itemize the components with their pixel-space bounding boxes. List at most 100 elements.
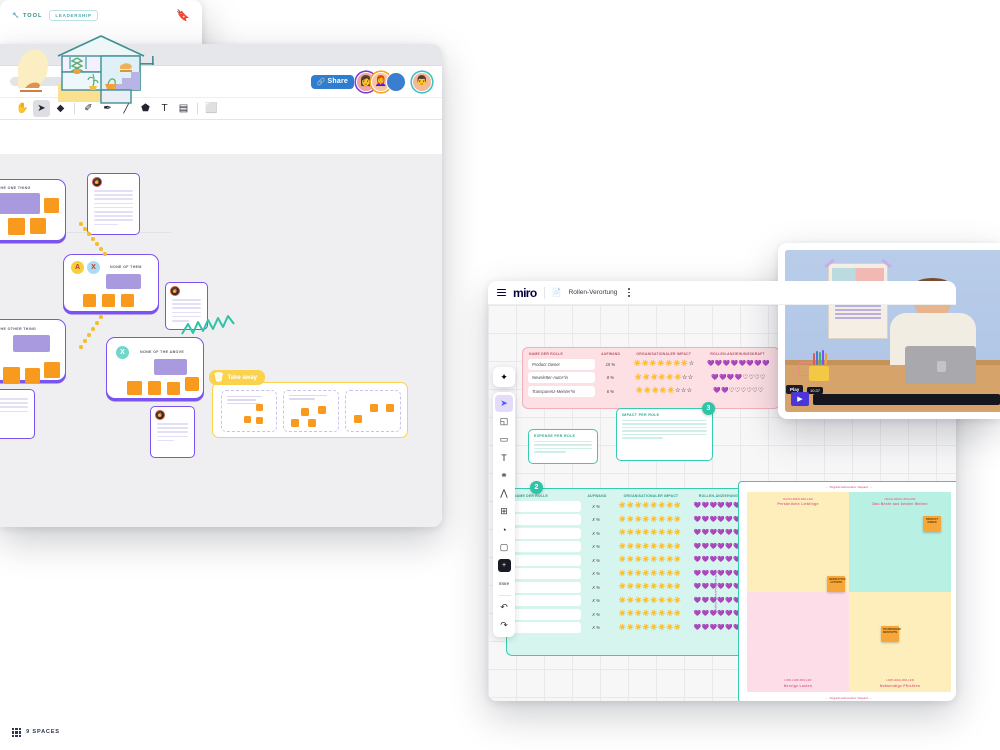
group-the-one-thing[interactable]: THE ONE THING xyxy=(0,179,66,241)
text-tool[interactable]: T xyxy=(156,100,173,117)
table-row[interactable]: X %☀️☀️☀️☀️☀️☀️☀️☀️💜💜💜💜💜💜💜💜 xyxy=(513,568,771,579)
sticky[interactable] xyxy=(44,198,59,213)
share-button[interactable]: 🔗 Share xyxy=(310,74,354,89)
avatar-chip-c[interactable]: X xyxy=(116,346,129,359)
sticky[interactable] xyxy=(301,408,309,416)
sticky[interactable] xyxy=(148,381,161,395)
sticky[interactable] xyxy=(291,419,299,427)
role-placement-matrix[interactable]: ← Organisationaler Impact → ← Organisati… xyxy=(713,481,956,701)
takeaway-label[interactable]: 🗑 Take away xyxy=(209,370,266,385)
sticky[interactable] xyxy=(3,367,20,384)
more-apps-icon[interactable]: + xyxy=(495,557,513,574)
quadrant-bottom-left[interactable]: LOW-LOW-ROLLEN Nervige Lasten xyxy=(747,592,849,692)
comment-icon[interactable]: ▢ xyxy=(495,539,513,556)
sticky[interactable] xyxy=(127,381,142,395)
note-transparenz[interactable]: TRANSPARENZ MEISTER*IN xyxy=(881,626,901,642)
note-expense-per-role[interactable]: EXPENSE PER ROLE xyxy=(528,429,598,464)
avatar-user-3[interactable] xyxy=(386,71,406,92)
pen-tool[interactable]: ✐ xyxy=(80,100,97,117)
redo-icon[interactable]: ↷ xyxy=(495,617,513,634)
sticky[interactable] xyxy=(354,415,362,423)
sticky[interactable] xyxy=(8,218,25,235)
kebab-menu-icon[interactable] xyxy=(628,288,631,297)
line-tool[interactable]: ╱ xyxy=(118,100,135,117)
sticky[interactable] xyxy=(167,382,180,395)
roles-summary-table[interactable]: NAME DER ROLLE AUFWAND ORGANISATIONALER … xyxy=(522,347,780,409)
sticky[interactable] xyxy=(244,416,251,423)
roles-detail-table[interactable]: NAME DER ROLLE AUFWAND ORGANISATIONALER … xyxy=(506,488,778,656)
select-tool-icon[interactable]: ➤ xyxy=(495,395,513,412)
frame-icon[interactable]: ⊞ xyxy=(495,503,513,520)
table-row[interactable]: X %☀️☀️☀️☀️☀️☀️☀️☀️💜💜💜💜💜💜💜💜 xyxy=(513,554,771,566)
eraser-tool[interactable]: ◆ xyxy=(52,100,69,117)
pen-icon[interactable]: ◔ xyxy=(495,521,513,538)
text-icon[interactable]: T xyxy=(495,449,513,466)
quadrant-bottom-right[interactable]: LOW-HIGH-ROLLEN Notwendige Pflichten TRA… xyxy=(849,592,951,692)
doc-card[interactable]: 👩 xyxy=(165,282,208,330)
table-row[interactable]: X %☀️☀️☀️☀️☀️☀️☀️☀️💜💜💜💜💜💜💜💜 xyxy=(513,622,771,633)
sticky[interactable] xyxy=(386,404,394,412)
highlighter-tool[interactable]: ✒ xyxy=(99,100,116,117)
miro-logo[interactable]: miro xyxy=(513,285,537,300)
hand-tool[interactable]: ✋ xyxy=(14,100,31,117)
sticky[interactable] xyxy=(256,417,263,424)
comment-tool[interactable]: ⬜ xyxy=(203,100,220,117)
play-button[interactable]: ▶ xyxy=(791,392,809,406)
sticky[interactable] xyxy=(30,218,46,234)
note-impact-per-role[interactable]: IMPACT PER ROLE xyxy=(616,408,713,461)
sticky[interactable] xyxy=(370,404,378,412)
step-badge-3[interactable]: 3 xyxy=(702,402,715,415)
sticky[interactable] xyxy=(102,294,115,307)
table-row[interactable]: X %☀️☀️☀️☀️☀️☀️☀️☀️💜💜💜💜💜💜💜💜 xyxy=(513,608,771,620)
sticky[interactable] xyxy=(25,368,40,383)
quadrant-top-left[interactable]: HOCH-NIED-ROLLEN Persönliche Lieblinge xyxy=(747,492,849,592)
avatar-chip-b[interactable]: X xyxy=(87,261,100,274)
select-tool[interactable]: ➤ xyxy=(33,100,50,117)
sticky-note-icon[interactable]: ▭ xyxy=(495,431,513,448)
more-label[interactable]: more xyxy=(498,581,510,586)
group-the-other-thing[interactable]: THE OTHER THING xyxy=(0,319,66,384)
doc-card[interactable] xyxy=(0,389,35,439)
sticky[interactable] xyxy=(121,294,134,307)
note-product-owner[interactable]: PRODUCT OWNER xyxy=(923,516,941,532)
takeaway-frame[interactable]: 🗑 Take away xyxy=(209,370,408,438)
hamburger-icon[interactable] xyxy=(497,288,506,297)
shapes-tool[interactable]: ⬟ xyxy=(137,100,154,117)
ai-sparkle-button[interactable]: ✦ xyxy=(493,367,515,387)
table-row[interactable]: X %☀️☀️☀️☀️☀️☀️☀️☀️💜💜💜💜💜💜💜💜 xyxy=(513,527,771,539)
video-progress-bar[interactable] xyxy=(813,393,1000,405)
group-none-of-them[interactable]: A X NONE OF THEM xyxy=(63,254,159,312)
bookmark-icon[interactable]: 🔖 xyxy=(176,10,190,22)
connector-icon[interactable]: ⋀ xyxy=(495,485,513,502)
whiteboard-canvas[interactable]: 👩 THE ONE THING A xyxy=(0,154,442,527)
video-player[interactable]: WORKSHOP-POSTER Lorem ipsum dolor sit am… xyxy=(785,250,1000,412)
avatar-chip-a[interactable]: A xyxy=(71,261,84,274)
templates-icon[interactable]: ◱ xyxy=(495,413,513,430)
quadrant-top-right[interactable]: HOCH-HOCH-ROLLEN Das Beste aus beiden We… xyxy=(849,492,951,592)
sticky[interactable] xyxy=(308,419,316,427)
shapes-icon[interactable]: ⚭ xyxy=(495,467,513,484)
doc-card[interactable]: 👩 xyxy=(87,173,140,235)
board-title[interactable]: Rollen-Verortung xyxy=(568,289,618,296)
sticky-note-tool[interactable]: ▤ xyxy=(175,100,192,117)
takeaway-cell-1[interactable] xyxy=(221,390,277,432)
doc-card[interactable]: 👩 xyxy=(150,406,195,458)
table-row[interactable]: X %☀️☀️☀️☀️☀️☀️☀️☀️💜💜💜💜💜💜💜💜 xyxy=(513,581,771,593)
sticky[interactable] xyxy=(256,404,263,411)
avatar-user-4[interactable]: 👨 xyxy=(412,71,432,92)
table-row[interactable]: X %☀️☀️☀️☀️☀️☀️☀️☀️💜💜💜💜💜💜💜💜 xyxy=(513,514,771,525)
note-newsletter[interactable]: NEWSLETTER AUTOR*IN xyxy=(827,576,845,592)
takeaway-cell-2[interactable] xyxy=(283,390,339,432)
sticky[interactable] xyxy=(318,406,326,414)
step-badge-2[interactable]: 2 xyxy=(530,481,543,494)
takeaway-cell-3[interactable] xyxy=(345,390,401,432)
sticky[interactable] xyxy=(83,294,96,307)
undo-icon[interactable]: ↶ xyxy=(495,599,513,616)
sticky[interactable] xyxy=(185,377,199,391)
sticky[interactable] xyxy=(44,362,60,378)
table-row[interactable]: X %☀️☀️☀️☀️☀️☀️☀️☀️💜💜💜💜💜💜💜💜 xyxy=(513,500,771,512)
group-none-of-the-above[interactable]: X NONE OF THE ABOVE xyxy=(106,337,204,399)
